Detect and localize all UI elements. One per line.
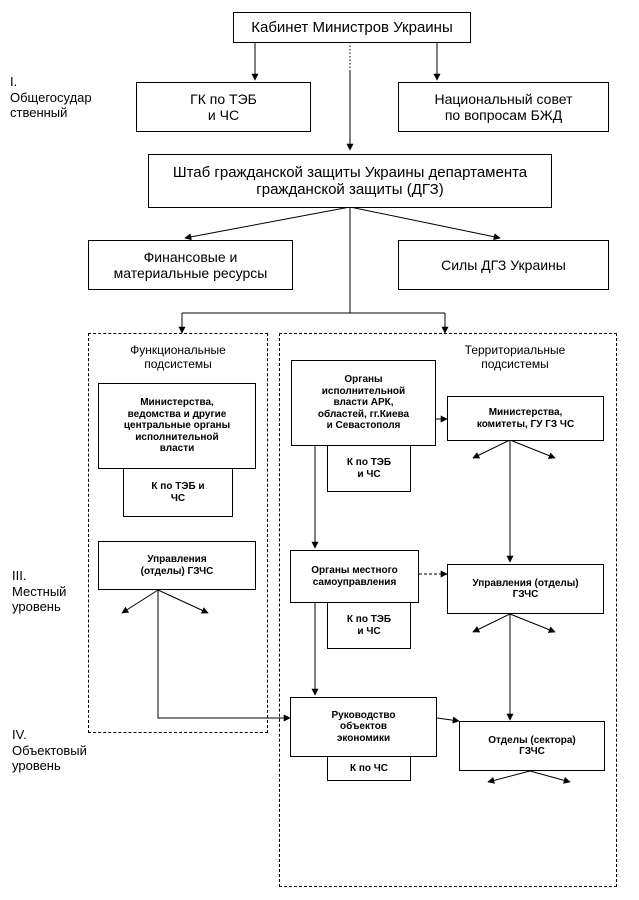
shtab-box: Штаб гражданской защиты Украины департам…: [148, 154, 552, 208]
level-1-label: I. Общегосудар ственный: [10, 74, 92, 121]
branch-min-a: [472, 439, 511, 459]
terr-k-teb-2-box: К по ТЭБ и ЧС: [327, 602, 411, 649]
terr-rukovodstvo-box: Руководство объектов экономики: [290, 697, 437, 757]
terr-upravlenia-box: Управления (отделы) ГЗЧС: [447, 564, 604, 614]
terr-ministries-box: Министерства, комитеты, ГУ ГЗ ЧС: [447, 396, 604, 441]
branch-func-a: [121, 589, 159, 614]
branch-min-b: [509, 439, 556, 459]
func-ministries-box: Министерства, ведомства и другие централ…: [98, 383, 256, 469]
level-3-label: III. Местный уровень: [12, 568, 67, 615]
functional-title: Функциональные подсистемы: [130, 343, 226, 371]
arrow-func-to-rukovodstvo: [157, 590, 291, 722]
terr-otdely-box: Отделы (сектора) ГЗЧС: [459, 721, 605, 771]
finance-box: Финансовые и материальные ресурсы: [88, 240, 293, 290]
branch-func-b: [157, 589, 209, 614]
national-council-box: Национальный совет по вопросам БЖД: [398, 82, 609, 132]
territorial-container: [279, 333, 617, 887]
branch-otd-a: [487, 770, 531, 784]
territorial-title: Территориальные подсистемы: [464, 343, 566, 371]
cabinet-box: Кабинет Министров Украины: [233, 12, 471, 43]
arrow-shtab-to-finance: [184, 206, 351, 241]
forces-box: Силы ДГЗ Украины: [398, 240, 609, 290]
terr-mestnogo-box: Органы местного самоуправления: [290, 550, 419, 603]
level-4-label: IV. Объектовый уровень: [12, 727, 87, 774]
terr-k-chs-box: К по ЧС: [327, 756, 411, 781]
branch-upr-b: [509, 613, 556, 633]
func-k-teb-box: К по ТЭБ и ЧС: [123, 468, 233, 517]
terr-ark-box: Органы исполнительной власти АРК, област…: [291, 360, 436, 446]
arrow-shtab-to-forces: [349, 206, 501, 241]
func-upravlenia-box: Управления (отделы) ГЗЧС: [98, 541, 256, 590]
terr-k-teb-1-box: К по ТЭБ и ЧС: [327, 445, 411, 492]
branch-upr-a: [472, 613, 511, 633]
functional-container: [88, 333, 268, 733]
branch-otd-b: [529, 770, 571, 784]
arrow-ruk-to-otdely: [436, 716, 460, 724]
gk-teb-box: ГК по ТЭБ и ЧС: [136, 82, 311, 132]
